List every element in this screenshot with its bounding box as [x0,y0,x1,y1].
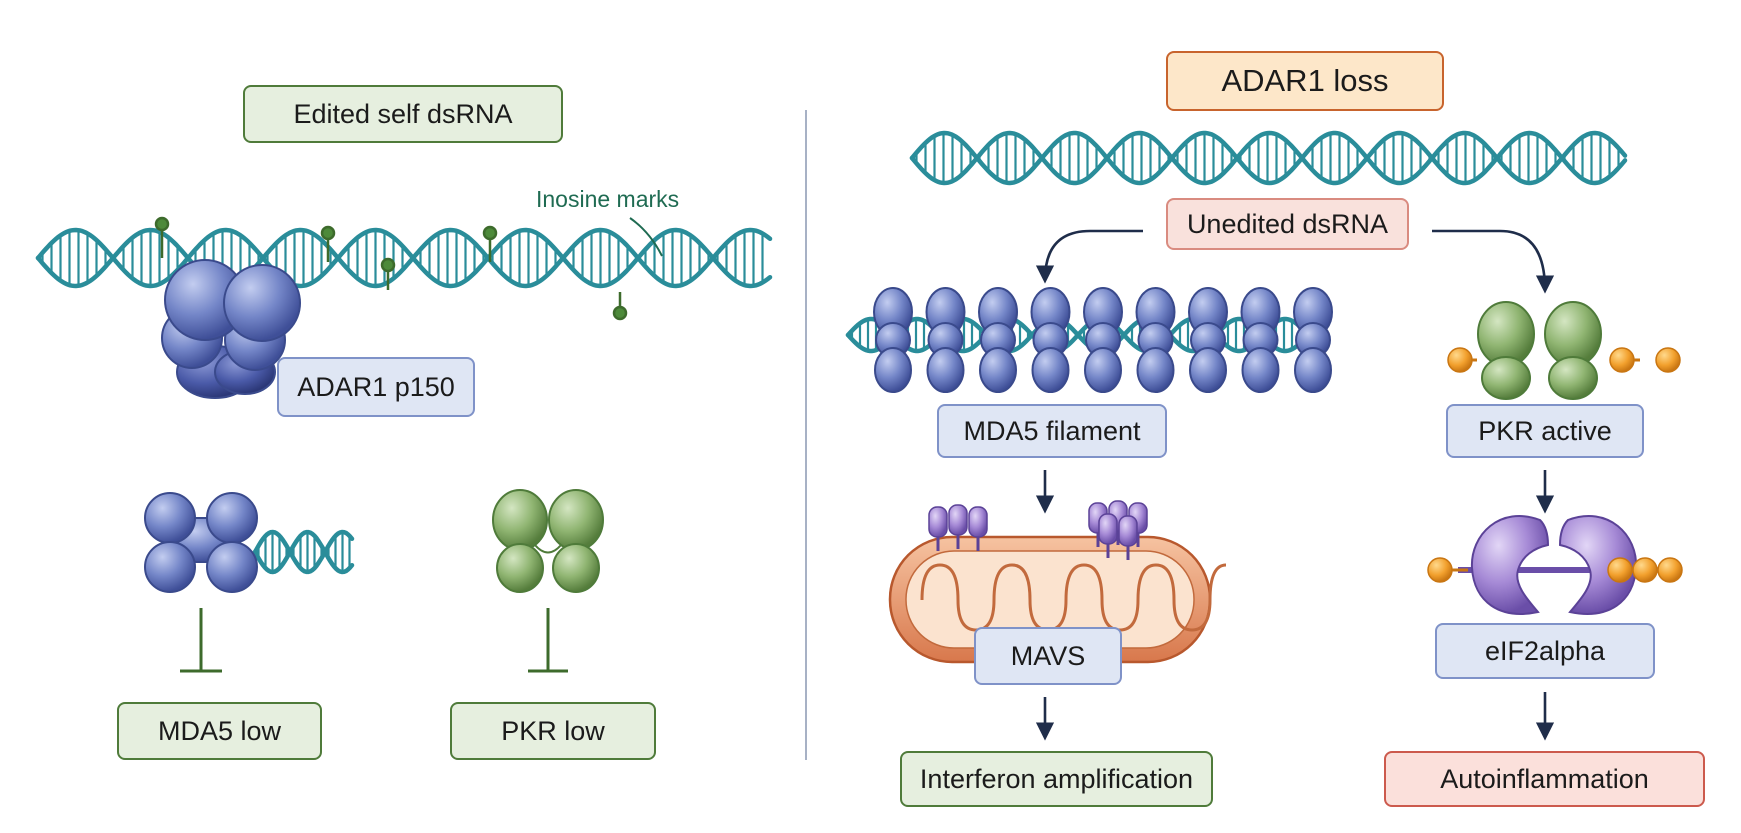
mda5-subunit-bottom [874,347,912,393]
mda5-subunit-bottom [1189,347,1227,393]
inosine-mark-pin [612,292,628,321]
helix-strand [35,227,773,289]
mda5-filament-proteins [873,287,1333,393]
inosine-mark-pin [154,216,170,258]
inosine-pointer-line [629,217,663,257]
mda5-bound-dsrna-helix [252,529,355,575]
autoinflammation-label: Autoinflammation [1384,751,1705,807]
pkr-active-label: PKR active [1446,404,1644,458]
pkr-low-label: PKR low [450,702,656,760]
mda5-monomer-group [144,492,258,593]
mda5-subunit-bottom [1136,347,1175,393]
mda5-inhibition-symbol [180,608,222,673]
mda5-low-label: MDA5 low [117,702,322,760]
mavs-label: MAVS [974,627,1122,685]
mavs-protein [1118,515,1138,560]
mda5-subunit-bottom [1241,347,1280,393]
helix-strand [252,529,355,575]
mda5-protein-unit [1030,287,1071,393]
helix-strand [252,529,355,575]
mavs-protein [948,504,968,549]
arrow-to-pkr-active [1432,229,1555,294]
filament-dsrna-helix [845,316,1313,354]
inosine-marks [154,216,628,321]
mda5-protein-unit [873,287,913,393]
adar1-p150-protein [161,259,301,399]
mda5-protein-unit [1188,287,1228,393]
mda5-protein-unit [925,287,966,393]
inosine-mark-pin [482,225,498,262]
arrows [1035,229,1555,741]
pkr-dimer-inactive [492,489,604,593]
interferon-amplification-label: Interferon amplification [900,751,1213,807]
mda5-protein-unit [1240,287,1281,393]
inosine-marks-label: Inosine marks [536,186,680,212]
inosine-mark-pin [380,257,396,290]
mda5-filament-label: MDA5 filament [937,404,1167,458]
mavs-aggregates [928,500,1148,560]
inosine-mark-pin [320,225,336,262]
mda5-subunit-bottom [1294,347,1332,393]
helix-strand [909,130,1628,186]
mavs-domain [928,506,948,538]
edited-self-dsrna-label: Edited self dsRNA [243,85,563,143]
eif2alpha-proteins [1427,515,1683,615]
mavs-domain [1098,513,1118,545]
mda5-protein-unit [1135,287,1176,393]
mavs-domain [948,504,968,536]
helix-strand [845,316,1313,354]
mda5-subunit-bottom [926,347,965,393]
edited-dsrna-helix [35,227,773,289]
mavs-domain [968,506,988,538]
pkr-active-dimer [1447,301,1681,400]
adar1-p150-label: ADAR1 p150 [277,357,475,417]
mavs-domain [1118,515,1138,547]
helix-strand [35,227,773,289]
unedited-dsrna-helix [909,130,1628,186]
mavs-protein [928,506,948,551]
arrow-to-mda5-filament [1035,229,1143,284]
mda5-subunit-bottom [1084,347,1122,393]
mda5-subunit-bottom [979,347,1017,393]
unedited-dsrna-label: Unedited dsRNA [1166,198,1409,250]
mda5-subunit-bottom [1031,347,1070,393]
mda5-protein-unit [1293,287,1333,393]
mavs-protein [968,506,988,551]
mda5-protein-unit [978,287,1018,393]
mitochondrion [888,535,1227,664]
mda5-protein-unit [1083,287,1123,393]
eif2alpha-label: eIF2alpha [1435,623,1655,679]
adar1-loss-label: ADAR1 loss [1166,51,1444,111]
pkr-inhibition-symbol [528,608,568,673]
helix-strand [909,130,1628,186]
mavs-protein [1098,513,1118,558]
